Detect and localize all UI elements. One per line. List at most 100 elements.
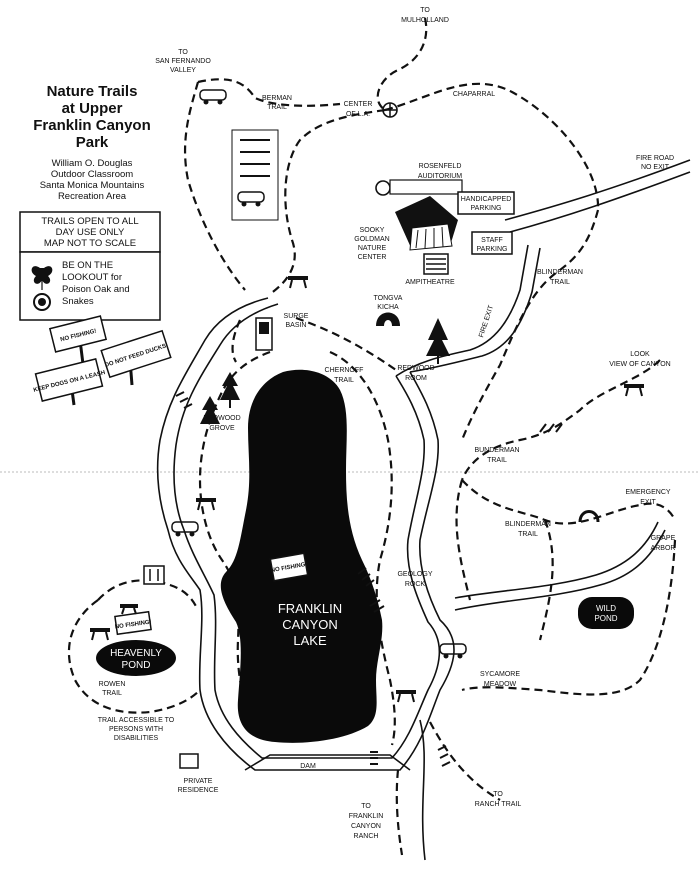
handicapped-2: PARKING (471, 205, 502, 212)
private-1: PRIVATE (184, 778, 213, 785)
chaparral: CHAPARRAL (453, 91, 495, 98)
notice-line-2: DAY USE ONLY (56, 227, 125, 238)
picnic-table-icon (396, 690, 416, 703)
lake-label-3: LAKE (293, 633, 327, 648)
title-block: Nature Trails at Upper Franklin Canyon P… (33, 83, 151, 202)
redwood-grove-1: REDWOOD (203, 415, 240, 422)
center-la-2: OF L.A. (346, 111, 370, 118)
sycamore-2: MEADOW (484, 681, 517, 688)
tree-icon (220, 372, 240, 408)
wild-pond-label-1: WILD (596, 604, 616, 613)
blinderman-2-a: BLINDERMAN (505, 521, 551, 528)
title-line-2: at Upper (62, 100, 123, 117)
picnic-table-icon (196, 498, 216, 511)
grape-arbor-2: ARBOR (651, 545, 676, 552)
title-line-3: Franklin Canyon (33, 117, 151, 134)
snake-icon (33, 293, 51, 311)
to-mulholland-2: MULHOLLAND (401, 17, 449, 24)
redwood-room-2: ROOM (405, 375, 427, 382)
parking-lot-icon (231, 129, 279, 221)
look-view-2: VIEW OF CANYON (609, 361, 670, 368)
surge-basin-icon (255, 317, 273, 351)
warning-line-4: Snakes (62, 296, 94, 307)
subtitle-line-1: William O. Douglas (52, 158, 133, 169)
subtitle-line-2: Outdoor Classroom (51, 169, 133, 180)
fire-exit-label: FIRE EXIT (478, 304, 495, 339)
notice-line-1: TRAILS OPEN TO ALL (41, 216, 138, 227)
emergency-1: EMERGENCY (625, 489, 670, 496)
chernoff-1: CHERNOFF (325, 367, 364, 374)
to-sfv-2: SAN FERNANDO (155, 58, 211, 65)
look-view-1: LOOK (630, 351, 650, 358)
staff-parking-icon (471, 231, 513, 255)
rowen-1: ROWEN (99, 681, 126, 688)
sooky-2: GOLDMAN (354, 236, 389, 243)
surge-basin-1: SURGE (284, 313, 309, 320)
geology-1: GEOLOGY (397, 571, 432, 578)
amphitheatre-label: AMPITHEATRE (405, 279, 455, 286)
trail-steps (175, 391, 563, 767)
tongva-kicha-icon (376, 312, 400, 326)
center-of-la-icon (382, 102, 398, 118)
to-franklin-3: CANYON (351, 823, 381, 830)
no-fishing-sign-lake: NO FISHING! (269, 552, 309, 582)
tongva-1: TONGVA (374, 295, 403, 302)
surge-basin-2: BASIN (285, 322, 306, 329)
subtitle-line-3: Santa Monica Mountains (40, 180, 145, 191)
subtitle-line-4: Recreation Area (58, 191, 127, 202)
bunderman-2: TRAIL (487, 457, 507, 464)
keep-dogs-sign: KEEP DOGS ON A LEASH (33, 358, 106, 406)
to-franklin-2: FRANKLIN (349, 813, 384, 820)
rowen-2: TRAIL (102, 690, 122, 697)
place-labels: TO MULHOLLAND TO SAN FERNANDO VALLEY BER… (98, 7, 676, 840)
handicapped-1: HANDICAPPED (461, 196, 512, 203)
berman-2: TRAIL (267, 104, 287, 111)
tree-icon (200, 396, 220, 424)
bunderman-1: BUNDERMAN (474, 447, 519, 454)
redwood-grove-2: GROVE (209, 425, 235, 432)
sooky-3: NATURE (358, 245, 387, 252)
roads (156, 159, 691, 861)
picnic-table-icon (120, 604, 138, 615)
car-icon (237, 191, 265, 207)
fire-road-2: NO EXIT (641, 164, 670, 171)
emergency-2: EXIT (640, 499, 656, 506)
accessible-3: DISABILITIES (114, 735, 159, 742)
accessible-1: TRAIL ACCESSIBLE TO (98, 717, 175, 724)
to-mulholland-1: TO (420, 7, 430, 14)
heavenly-pond (96, 640, 176, 676)
to-franklin-4: RANCH (354, 833, 379, 840)
blinderman-1-a: BLINDERMAN (537, 269, 583, 276)
picnic-table-icon (288, 276, 308, 289)
warning-line-2: LOOKOUT for (62, 272, 122, 283)
restroom-icon (143, 565, 165, 585)
handicapped-parking-icon (457, 191, 515, 215)
sooky-1: SOOKY (360, 227, 385, 234)
nature-center-building-icon (375, 179, 463, 251)
picnic-table-icon (90, 628, 110, 641)
redwood-room-1: REDWOOD (397, 365, 434, 372)
car-icon (171, 521, 199, 537)
blinderman-2-b: TRAIL (518, 531, 538, 538)
amphitheatre-icon (423, 253, 449, 275)
to-franklin-1: TO (361, 803, 371, 810)
no-fishing-sign-pond (114, 610, 152, 636)
emergency-exit-icon (578, 510, 600, 523)
lake-label-2: CANYON (282, 617, 338, 632)
lake-label-1: FRANKLIN (278, 601, 342, 616)
to-ranch-trail-1: TO (493, 791, 503, 798)
sooky-4: CENTER (358, 254, 387, 261)
private-residence-icon (179, 753, 199, 769)
do-not-feed-sign: DO NOT FEED DUCKS! (100, 329, 172, 386)
tongva-2: KICHA (377, 304, 399, 311)
berman-1: BERMAN (262, 95, 292, 102)
warning-line-1: BE ON THE (62, 260, 113, 271)
title-line-1: Nature Trails (47, 83, 138, 100)
tree-icon (426, 318, 450, 364)
rosenfeld-2: AUDITORIUM (418, 173, 462, 180)
sycamore-1: SYCAMORE (480, 671, 520, 678)
svg-text:NO FISHING!: NO FISHING! (115, 619, 152, 630)
rosenfeld-1: ROSENFELD (419, 163, 462, 170)
private-2: RESIDENCE (178, 787, 219, 794)
